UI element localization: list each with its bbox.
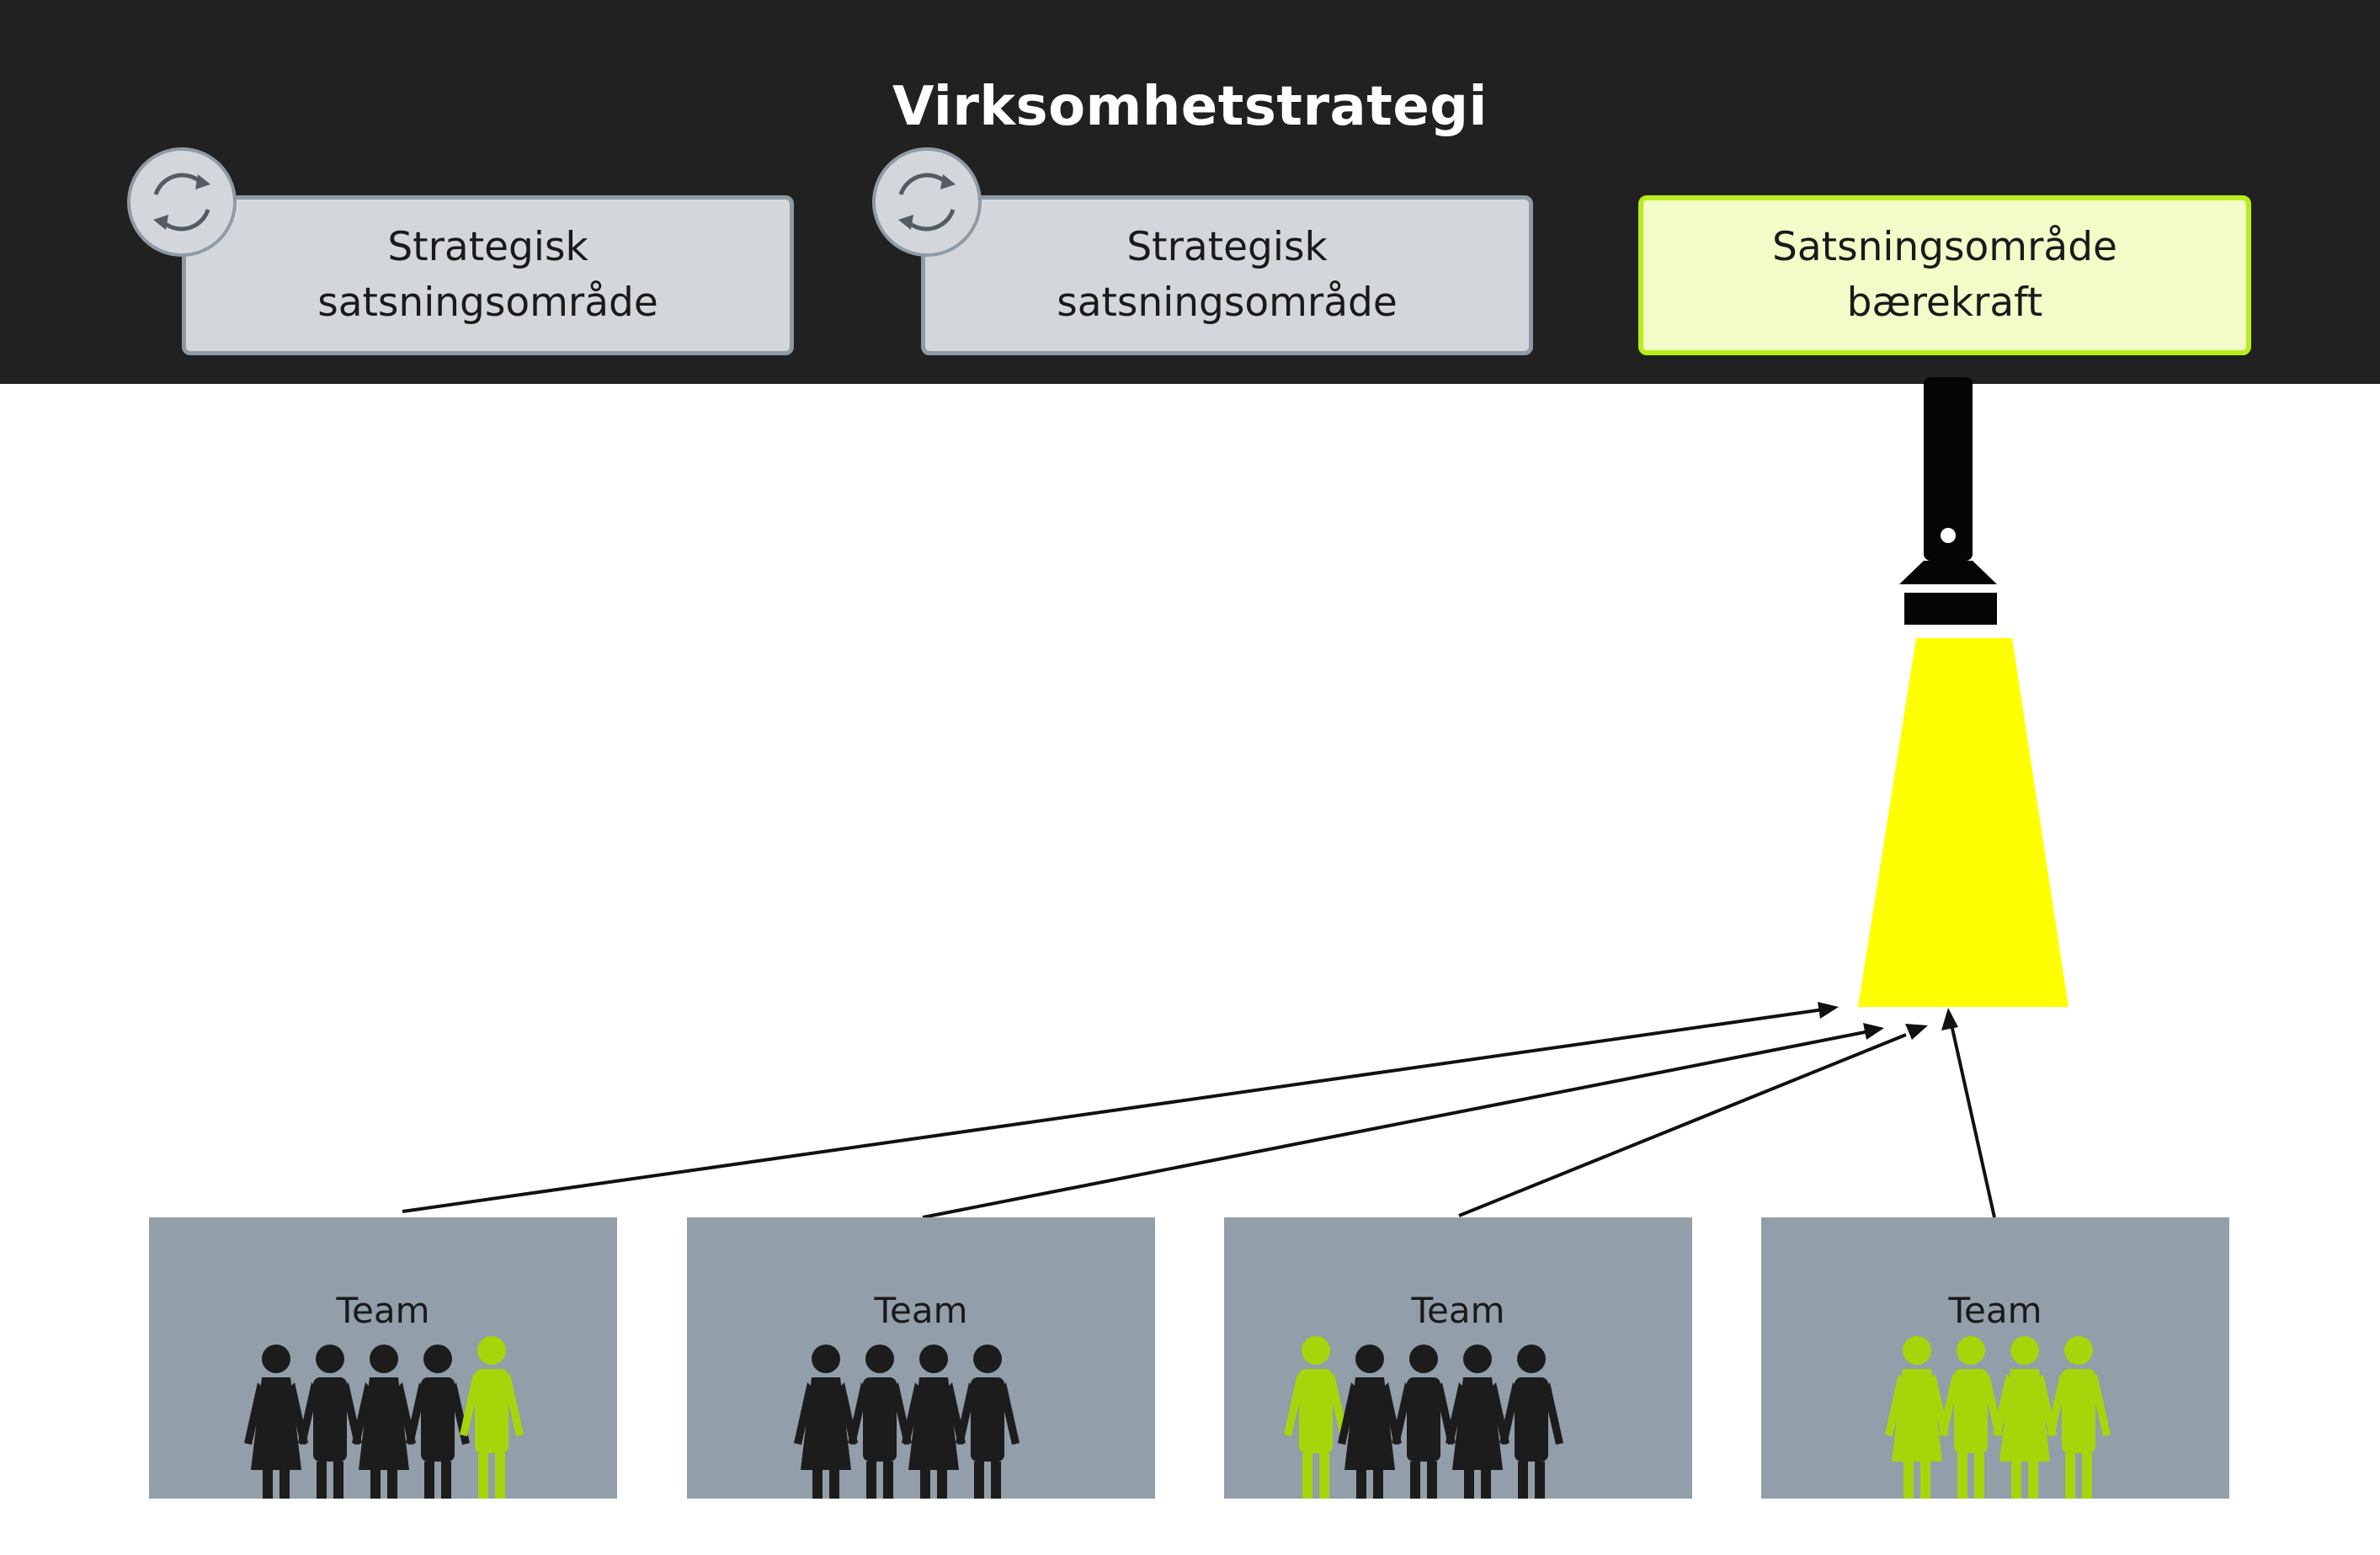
team-members-group: [1885, 1336, 2111, 1499]
area-box-line: Strategisk: [1126, 224, 1328, 270]
arrowhead: [1863, 1023, 1884, 1040]
female-person-icon: [902, 1345, 966, 1499]
area-box-line: satsningsområde: [317, 280, 658, 326]
male-person-icon: [1392, 1345, 1456, 1499]
team-box-2: Team: [687, 1217, 1155, 1499]
arrowhead: [1818, 1002, 1839, 1019]
team-members-group: [1284, 1336, 1563, 1499]
male-person-icon: [1284, 1336, 1348, 1499]
male-person-icon: [1939, 1336, 2003, 1499]
flashlight-icon: [1858, 377, 2069, 1007]
arrow-team-2: [922, 1030, 1870, 1219]
male-person-icon: [1499, 1345, 1563, 1499]
female-person-icon: [352, 1345, 416, 1499]
male-person-icon: [2047, 1336, 2111, 1499]
female-person-icon: [1338, 1345, 1402, 1499]
strategy-area-box-2: Strategisk satsningsområde: [921, 195, 1533, 355]
team-label: Team: [1948, 1290, 2042, 1331]
arrowhead: [1941, 1008, 1958, 1030]
female-person-icon: [1993, 1336, 2057, 1499]
female-person-icon: [794, 1345, 858, 1499]
refresh-cycle-icon: [127, 147, 237, 257]
area-box-line: bærekraft: [1846, 280, 2043, 326]
arrow-team-4: [1950, 1024, 1996, 1218]
refresh-cycle-icon: [872, 147, 982, 257]
arrow-team-3: [1458, 1033, 1907, 1217]
male-person-icon: [406, 1345, 470, 1499]
male-person-icon: [956, 1345, 1020, 1499]
strategy-area-box-1: Strategisk satsningsområde: [182, 195, 794, 355]
team-members-group: [794, 1345, 1020, 1499]
female-person-icon: [1446, 1345, 1509, 1499]
banner-title: Virksomhetstrategi: [892, 76, 1488, 138]
male-person-icon: [298, 1345, 362, 1499]
sustainability-area-box: Satsningsområde bærekraft: [1638, 195, 2251, 355]
team-box-4: Team: [1761, 1217, 2229, 1499]
team-box-3: Team: [1224, 1217, 1692, 1499]
male-person-icon: [848, 1345, 912, 1499]
arrowhead: [1905, 1024, 1928, 1040]
light-beam: [1858, 638, 2069, 1007]
male-person-icon: [460, 1336, 524, 1499]
area-box-line: satsningsområde: [1057, 280, 1398, 326]
team-box-1: Team: [149, 1217, 617, 1499]
team-label: Team: [1411, 1290, 1505, 1331]
area-box-line: Satsningsområde: [1772, 224, 2117, 270]
team-label: Team: [874, 1290, 968, 1331]
area-box-line: Strategisk: [387, 224, 588, 270]
team-label: Team: [336, 1290, 430, 1331]
female-person-icon: [244, 1345, 308, 1499]
arrow-team-1: [402, 1008, 1824, 1213]
team-members-group: [244, 1336, 524, 1499]
female-person-icon: [1885, 1336, 1949, 1499]
